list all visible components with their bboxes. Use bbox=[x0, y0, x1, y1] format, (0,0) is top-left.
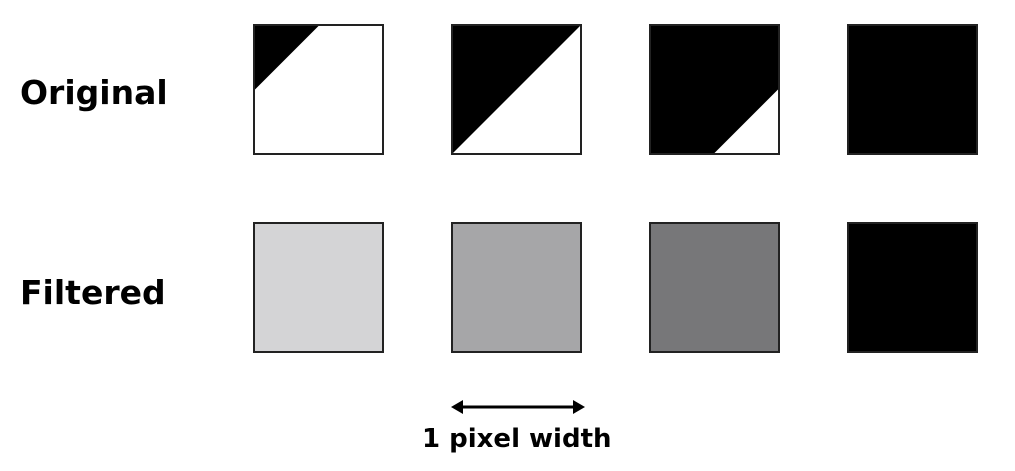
original-pixel-4 bbox=[847, 24, 978, 155]
original-pixel-3 bbox=[649, 24, 780, 155]
filtered-pixel-2 bbox=[451, 222, 582, 353]
filtered-pixel-3 bbox=[649, 222, 780, 353]
original-pixel-1 bbox=[253, 24, 384, 155]
row-label-filtered: Filtered bbox=[20, 273, 166, 312]
filtered-pixel-4 bbox=[847, 222, 978, 353]
original-pixel-2-coverage bbox=[453, 26, 580, 153]
original-pixel-3-coverage bbox=[651, 26, 778, 153]
pixel-width-label: 1 pixel width bbox=[422, 424, 612, 454]
original-pixel-1-coverage bbox=[255, 26, 382, 153]
double-arrow-icon bbox=[451, 400, 585, 414]
row-label-original: Original bbox=[20, 73, 168, 112]
original-pixel-2 bbox=[451, 24, 582, 155]
filtered-pixel-1 bbox=[253, 222, 384, 353]
